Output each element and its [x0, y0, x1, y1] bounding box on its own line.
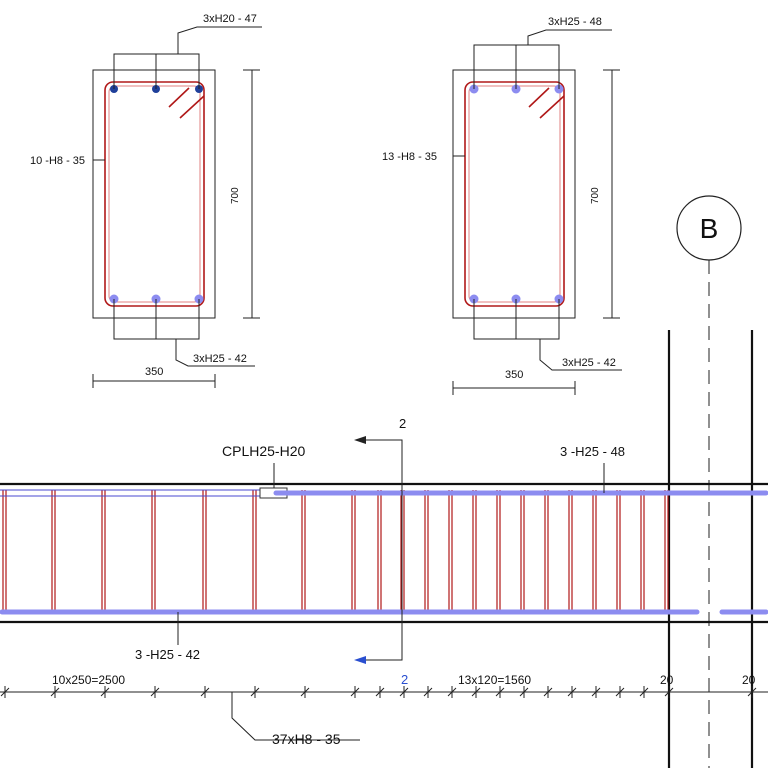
- beam-elevation: CPLH25-H20 3 -H25 - 48 3 -H25 - 42 2 2 1…: [0, 330, 768, 768]
- stirrup-group: [2, 490, 669, 613]
- gridline-b: B: [676, 195, 742, 768]
- stirrup: [664, 490, 669, 613]
- stirrup: [496, 490, 501, 613]
- section-right-stirrup: [464, 81, 565, 307]
- section-left-stirrup: [104, 81, 205, 307]
- dimension-ticks: [0, 686, 757, 698]
- section-right: 3xH25 - 48 3xH25 - 42 13 -H8 - 35 700 35…: [382, 16, 622, 395]
- section-left-bottom-label: 3xH25 - 42: [193, 353, 247, 365]
- stirrup: [252, 490, 257, 613]
- section-right-bottom-label: 3xH25 - 42: [562, 357, 616, 369]
- stirrup: [448, 490, 453, 613]
- spacing-right-label: 13x120=1560: [458, 673, 531, 687]
- section-left-width-label: 350: [145, 366, 163, 378]
- top-bar-label: 3 -H25 - 48: [560, 444, 625, 459]
- section-right-height-dim: [603, 69, 620, 319]
- section-left-height-label: 700: [230, 187, 241, 204]
- gridline-label: B: [700, 213, 719, 244]
- section-mark-bottom: 2: [401, 672, 408, 687]
- stirrup: [351, 490, 356, 613]
- section-mark-top: 2: [399, 416, 406, 431]
- stirrup: [544, 490, 549, 613]
- section-right-height-label: 700: [590, 187, 601, 204]
- stirrup: [377, 490, 382, 613]
- stirrup: [568, 490, 573, 613]
- end-dim-2: 20: [742, 673, 756, 687]
- section-arrow-bottom: [354, 656, 366, 664]
- section-right-width-dim: [452, 381, 576, 395]
- stirrup: [51, 490, 56, 613]
- section-left-height-dim: [243, 69, 260, 319]
- section-left: 3xH20 - 47 3xH25 - 42 10 -H8 - 35 700 35…: [30, 13, 262, 388]
- section-left-concrete-outline: [92, 69, 216, 319]
- section-left-stirrup-inner: [108, 85, 201, 303]
- stirrup: [2, 490, 7, 613]
- section-left-width-dim: [92, 374, 216, 388]
- stirrup: [592, 490, 597, 613]
- section-right-side-label: 13 -H8 - 35: [382, 151, 437, 163]
- stirrup: [202, 490, 207, 613]
- section-left-side-label: 10 -H8 - 35: [30, 155, 85, 167]
- stirrup-label: 37xH8 - 35: [272, 731, 341, 747]
- section-left-bottom-leader: [113, 299, 255, 367]
- coupler-label: CPLH25-H20: [222, 443, 305, 459]
- stirrup: [472, 490, 477, 613]
- section-right-top-leader: [473, 29, 612, 89]
- stirrup: [301, 490, 306, 613]
- section-left-hook: [168, 87, 190, 108]
- section-arrow-top: [354, 436, 366, 444]
- stirrup: [616, 490, 621, 613]
- section-right-concrete-outline: [452, 69, 576, 319]
- section-left-hook-2: [179, 95, 205, 119]
- stirrup: [520, 490, 525, 613]
- section-right-top-label: 3xH25 - 48: [548, 16, 602, 28]
- section-right-stirrup-inner: [468, 85, 561, 303]
- section-right-width-label: 350: [505, 369, 523, 381]
- bottom-bar-label: 3 -H25 - 42: [135, 647, 200, 662]
- section-left-top-leader: [113, 26, 262, 89]
- stirrup: [101, 490, 106, 613]
- spacing-left-label: 10x250=2500: [52, 673, 125, 687]
- stirrup: [640, 490, 645, 613]
- section-right-bottom-leader: [473, 299, 622, 371]
- stirrup-callout-leader: [231, 692, 360, 741]
- stirrup: [424, 490, 429, 613]
- end-dim-1: 20: [660, 673, 674, 687]
- stirrup: [151, 490, 156, 613]
- section-left-top-label: 3xH20 - 47: [203, 13, 257, 25]
- section-cut-mark: 2 2: [354, 416, 408, 687]
